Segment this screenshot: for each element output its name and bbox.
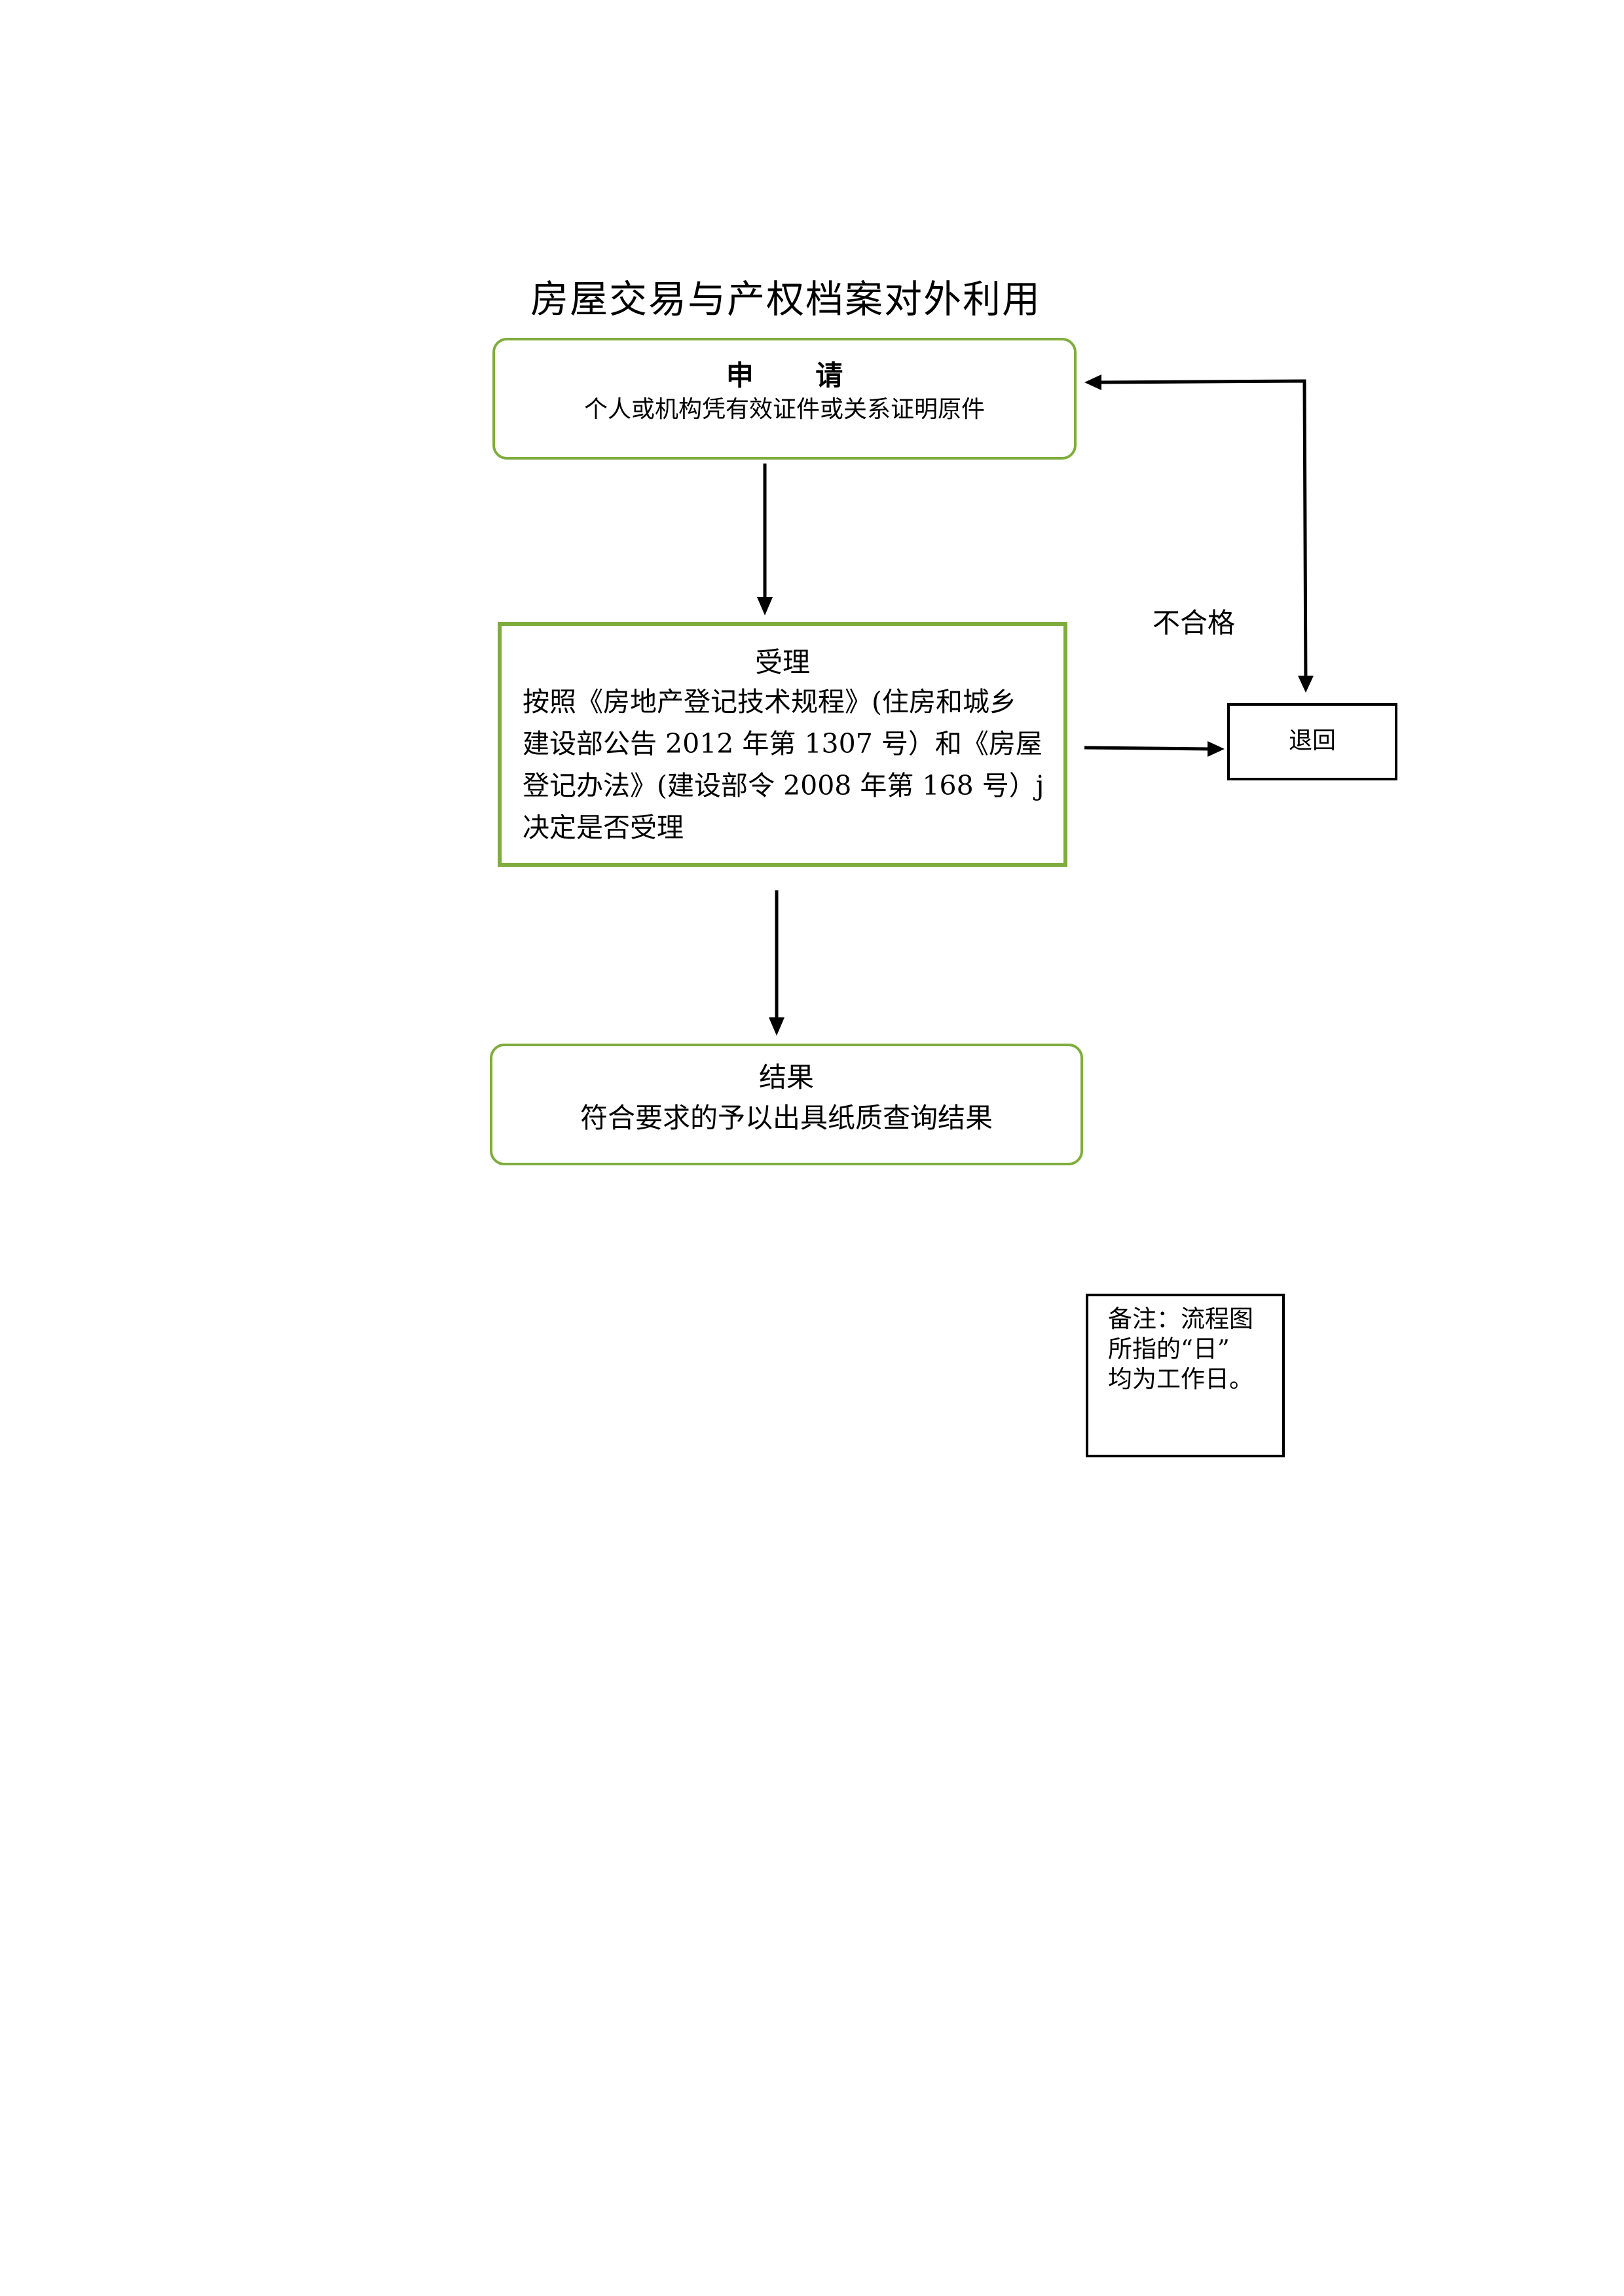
accept-step-box: 受理 按照《房地产登记技术规程》(住房和城乡 建设部公告 2012 年第 130… <box>498 622 1067 867</box>
fail-condition-label: 不合格 <box>1153 607 1236 639</box>
return-step-box: 退回 <box>1227 703 1397 780</box>
page-title: 房屋交易与产权档案对外利用 <box>530 277 1041 321</box>
arrow-accept-to-result <box>769 890 784 1036</box>
apply-step-box: 申 请 个人或机构凭有效证件或关系证明原件 <box>492 338 1077 460</box>
result-step-description: 符合要求的予以出具纸质查询结果 <box>580 1102 993 1134</box>
arrow-apply-to-accept <box>757 464 773 615</box>
apply-step-description: 个人或机构凭有效证件或关系证明原件 <box>583 396 985 423</box>
note-box: 备注：流程图 所指的“日” 均为工作日。 <box>1086 1294 1285 1457</box>
apply-step-heading: 申 请 <box>726 359 870 392</box>
note-text: 备注：流程图 所指的“日” 均为工作日。 <box>1108 1305 1253 1393</box>
result-step-heading: 结果 <box>758 1061 814 1093</box>
accept-step-heading: 受理 <box>754 646 810 678</box>
arrow-accept-to-return <box>1084 741 1225 757</box>
accept-step-description: 按照《房地产登记技术规程》(住房和城乡 建设部公告 2012 年第 1307 号… <box>523 686 1044 843</box>
arrow-return-loop-to-apply <box>1084 374 1314 693</box>
return-step-label: 退回 <box>1288 727 1336 754</box>
result-step-box: 结果 符合要求的予以出具纸质查询结果 <box>490 1044 1083 1165</box>
